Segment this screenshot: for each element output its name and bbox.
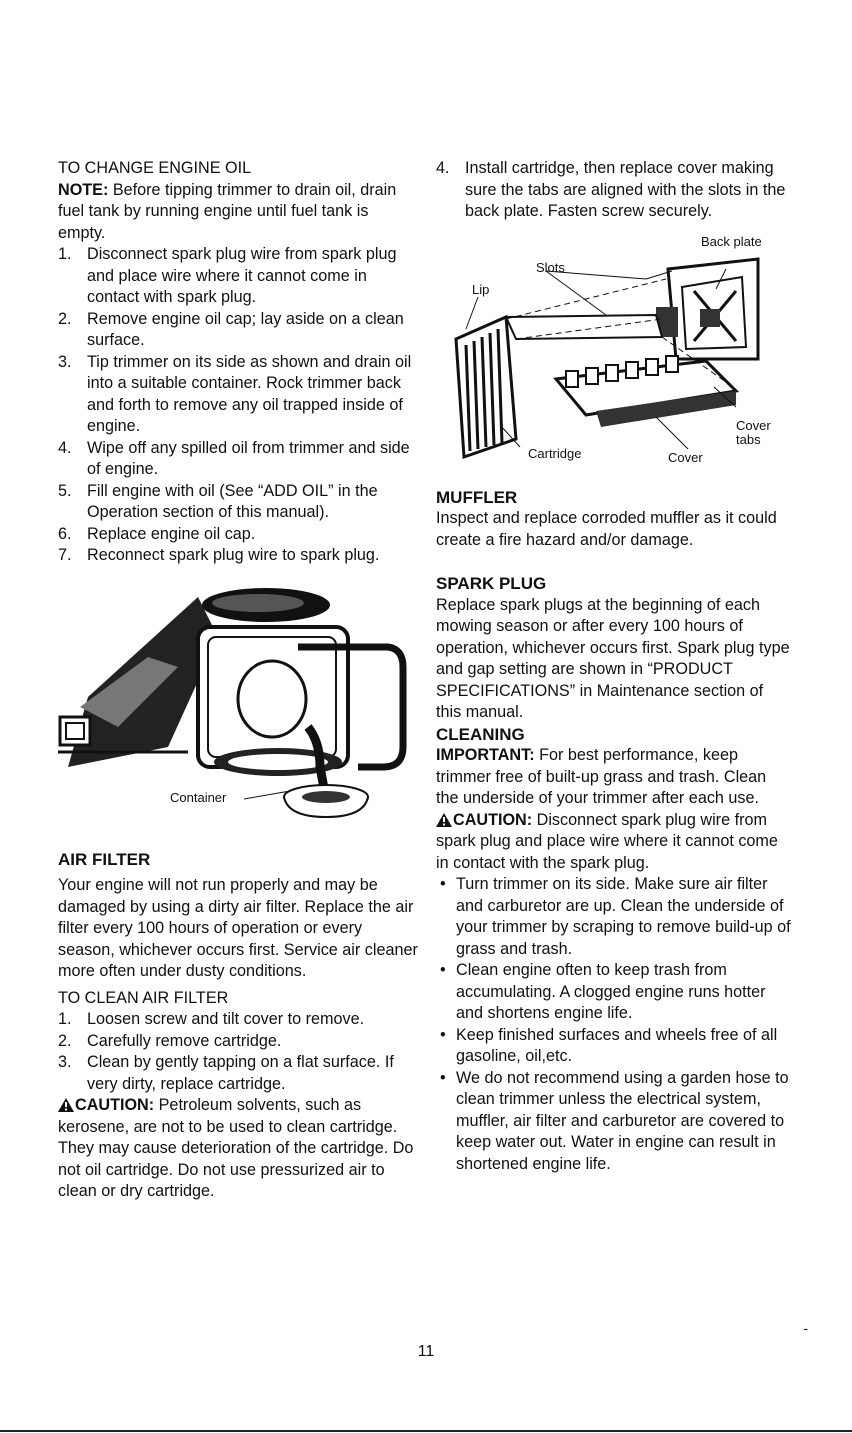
step-number: 6. (58, 524, 72, 543)
install-step-list: 4. Install cartridge, then replace cover … (436, 158, 792, 223)
oil-step: 7. Reconnect spark plug wire to spark plu… (58, 545, 420, 567)
filter-step: 1. Loosen screw and tilt cover to remove. (58, 1009, 420, 1031)
oil-step: 5. Fill engine with oil (See “ADD OIL” in… (58, 481, 420, 524)
spark-plug-text: Replace spark plugs at the beginning of … (436, 595, 790, 722)
oil-steps-list: 1. Disconnect spark plug wire from spark … (58, 244, 420, 567)
change-oil-title: TO CHANGE ENGINE OIL (58, 159, 252, 177)
step-text: Install cartridge, then replace cover ma… (465, 159, 786, 220)
cover-tabs-label: Cover tabs (736, 417, 771, 447)
edge-mark: - (803, 1320, 808, 1336)
cleaning-heading: CLEANING (436, 724, 525, 744)
caution-text: Petroleum solvents, such as kerosene, ar… (58, 1096, 414, 1200)
step-text: Fill engine with oil (See “ADD OIL” in t… (87, 481, 378, 522)
step-number: 3. (58, 1053, 72, 1071)
right-column: 4. Install cartridge, then replace cover … (436, 158, 792, 1175)
air-filter-illustration: Back plate Slots Lip Cover tabs Cartridg… (436, 229, 792, 481)
step-number: 5. (58, 481, 72, 500)
spark-plug-heading: SPARK PLUG (436, 574, 547, 593)
cover-label: Cover (668, 449, 703, 465)
filter-step: 2. Carefully remove cartridge. (58, 1031, 420, 1053)
step-text: Reconnect spark plug wire to spark plug. (87, 546, 380, 564)
bullet-item: Keep finished surfaces and wheels free o… (436, 1025, 792, 1068)
step-text: Carefully remove cartridge. (87, 1031, 282, 1050)
cartridge-label: Cartridge (528, 445, 582, 461)
step-text: Disconnect spark plug wire from spark pl… (87, 245, 397, 306)
trimmer-tipped-drawing (58, 587, 407, 818)
warning-triangle-icon (436, 812, 452, 827)
step-number: 4. (58, 438, 72, 457)
clean-filter-title: TO CLEAN AIR FILTER (58, 988, 229, 1007)
oil-note: NOTE: Before tipping trimmer to drain oi… (58, 180, 420, 245)
lip-label: Lip (472, 281, 490, 297)
caution-text: Disconnect spark plug wire from spark pl… (436, 810, 778, 872)
filter-caution: CAUTION: Petroleum solvents, such as ker… (58, 1095, 420, 1203)
oil-step: 4. Wipe off any spilled oil from trimmer … (58, 438, 420, 481)
warning-triangle-icon (58, 1098, 74, 1112)
oil-step: 1. Disconnect spark plug wire from spark … (58, 244, 420, 309)
bullet-item: Clean engine often to keep trash from ac… (436, 960, 792, 1025)
step-number: 1. (58, 1010, 72, 1028)
page-number: 11 (417, 1343, 435, 1360)
step-number: 7. (58, 546, 72, 564)
slots-label: Slots (536, 259, 565, 275)
step-text: Replace engine oil cap. (87, 524, 256, 543)
bullet-item: We do not recommend using a garden hose … (436, 1068, 792, 1176)
air-filter-heading: AIR FILTER (58, 849, 151, 869)
install-step: 4. Install cartridge, then replace cover … (436, 158, 792, 223)
note-label: NOTE: (58, 180, 109, 199)
important-label: IMPORTANT: (436, 746, 535, 764)
container-label: Container (170, 789, 227, 805)
step-number: 4. (436, 159, 450, 177)
bullet-item: Turn trimmer on its side. Make sure air … (436, 874, 792, 960)
caution-label: CAUTION: (75, 1096, 155, 1114)
left-column: TO CHANGE ENGINE OIL NOTE: Before tippin… (58, 158, 420, 1203)
cleaning-caution: CAUTION: Disconnect spark plug wire from… (436, 810, 792, 875)
step-text: Tip trimmer on its side as shown and dra… (87, 352, 412, 436)
important-note: IMPORTANT: For best performance, keep tr… (436, 745, 792, 810)
caution-label: CAUTION: (453, 810, 533, 829)
step-number: 1. (58, 245, 72, 263)
air-filter-drawing (454, 256, 760, 459)
oil-step: 3. Tip trimmer on its side as shown and d… (58, 352, 420, 438)
muffler-heading: MUFFLER (436, 487, 518, 507)
step-number: 2. (58, 309, 72, 328)
important-text: For best performance, keep trimmer free … (436, 746, 767, 807)
step-text: Clean by gently tapping on a flat surfac… (87, 1053, 394, 1093)
back-plate-label: Back plate (701, 233, 762, 249)
step-text: Wipe off any spilled oil from trimmer an… (87, 438, 410, 479)
step-text: Remove engine oil cap; lay aside on a cl… (87, 309, 404, 350)
oil-step: 2. Remove engine oil cap; lay aside on a … (58, 309, 420, 352)
filter-step: 3. Clean by gently tapping on a flat surf… (58, 1052, 420, 1095)
cleaning-bullets: Turn trimmer on its side. Make sure air … (436, 874, 792, 1175)
muffler-text: Inspect and replace corroded muffler as … (436, 509, 777, 549)
oil-drain-illustration: Container (58, 577, 420, 835)
filter-steps-list: 1. Loosen screw and tilt cover to remove.… (58, 1009, 420, 1095)
note-text: Before tipping trimmer to drain oil, dra… (58, 180, 397, 242)
air-filter-text: Your engine will not run properly and ma… (58, 876, 418, 980)
step-text: Loosen screw and tilt cover to remove. (87, 1010, 365, 1028)
bottom-rule (0, 1430, 852, 1432)
step-number: 2. (58, 1031, 72, 1050)
step-number: 3. (58, 352, 72, 371)
oil-step: 6. Replace engine oil cap. (58, 524, 420, 546)
